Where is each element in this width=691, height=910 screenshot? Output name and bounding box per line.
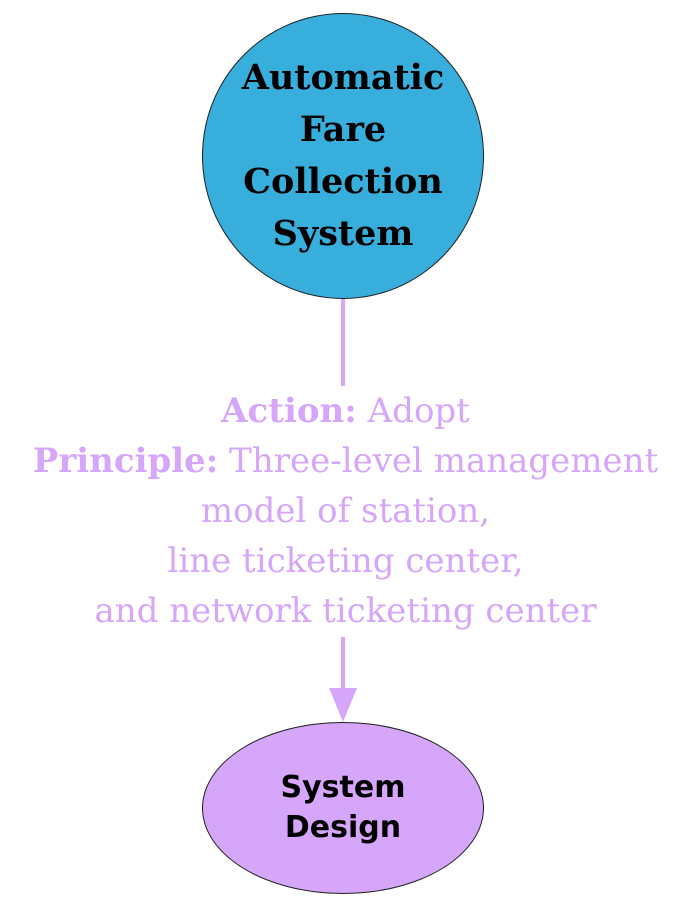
edge-action-key: Action: <box>221 391 357 431</box>
edge-principle-line: and network ticketing center <box>94 591 597 631</box>
node-bottom-line: System <box>280 770 406 805</box>
edge-principle-key: Principle: <box>32 441 219 481</box>
node-bottom-line: Design <box>284 810 402 845</box>
edge-action-row: Action: Adopt <box>0 386 691 436</box>
edge-label: Action: Adopt Principle: Three-level man… <box>0 386 691 636</box>
edge-principle-row: Principle: Three-level management <box>0 436 691 486</box>
node-automatic-fare-collection-system: Automatic Fare Collection System <box>202 13 484 299</box>
node-top-line: Collection <box>243 161 443 202</box>
edge-principle-line: model of station, <box>200 491 491 531</box>
edge-arrowhead <box>329 688 357 722</box>
edge-principle-line: line ticketing center, <box>167 541 524 581</box>
node-top-line: Fare <box>299 109 387 150</box>
edge-principle-line: Three-level management <box>229 441 659 481</box>
node-top-line: System <box>272 213 414 254</box>
node-top-line: Automatic <box>241 57 445 98</box>
edge-action-value: Adopt <box>367 391 470 431</box>
node-system-design: System Design <box>202 722 484 894</box>
